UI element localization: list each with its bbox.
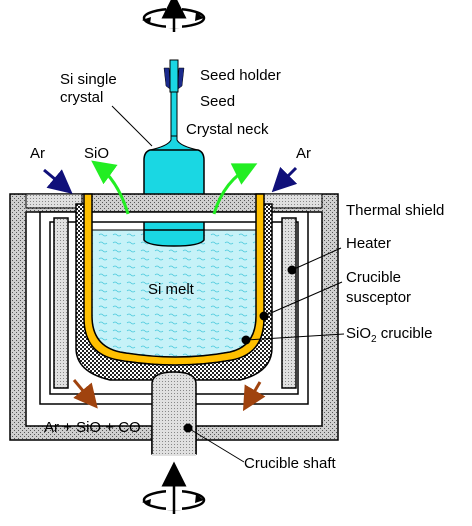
label-sio2-post: crucible [377, 325, 433, 342]
label-crucible-shaft: Crucible shaft [244, 455, 337, 472]
sio2-crucible [83, 193, 265, 366]
label-seed: Seed [200, 93, 235, 110]
heater-left [53, 217, 69, 389]
label-si-melt: Si melt [148, 281, 195, 298]
heater-right [281, 217, 297, 389]
label-sio2-crucible: SiO2 crucible [346, 325, 432, 345]
exhaust-left-arrow [72, 379, 98, 409]
sio-outflow-right-arrow [212, 163, 258, 215]
label-sio2-pre: SiO [346, 325, 371, 342]
thermal-shield-lid-left [25, 193, 83, 209]
inner-shield [39, 211, 309, 405]
label-sio-left: SiO [84, 145, 109, 162]
crystal-neck [149, 135, 199, 151]
bottom-rotation-icon [142, 461, 206, 514]
label-ar-left: Ar [30, 145, 45, 162]
ar-inflow-right-arrow [271, 166, 298, 193]
seed-holder-icon [163, 59, 185, 93]
label-thermal-shield: Thermal shield [346, 202, 444, 219]
exhaust-right-arrow [242, 381, 266, 412]
seed-rod [170, 91, 178, 137]
leader-susceptor [263, 281, 343, 317]
label-sio2-sub: 2 [371, 334, 377, 345]
leader-si-crystal [111, 105, 153, 147]
leader-sio2-crucible [245, 333, 345, 341]
leader-crucible-shaft [187, 427, 245, 463]
label-ar-right: Ar [296, 145, 311, 162]
label-seed-holder: Seed holder [200, 67, 281, 84]
label-crucible-susceptor-2: susceptor [346, 289, 411, 306]
top-rotation-icon [142, 0, 206, 32]
label-si-single-crystal-2: crystal [60, 89, 103, 106]
label-crystal-neck: Crystal neck [186, 121, 269, 138]
sio-outflow-left-arrow [91, 160, 130, 215]
label-exhaust-gas: Ar + SiO + CO [44, 419, 141, 436]
label-crucible-susceptor-1: Crucible [346, 269, 401, 286]
ar-inflow-left-arrow [43, 168, 73, 194]
label-heater: Heater [346, 235, 391, 252]
leader-heater [291, 247, 342, 271]
label-si-single-crystal-1: Si single [60, 71, 117, 88]
